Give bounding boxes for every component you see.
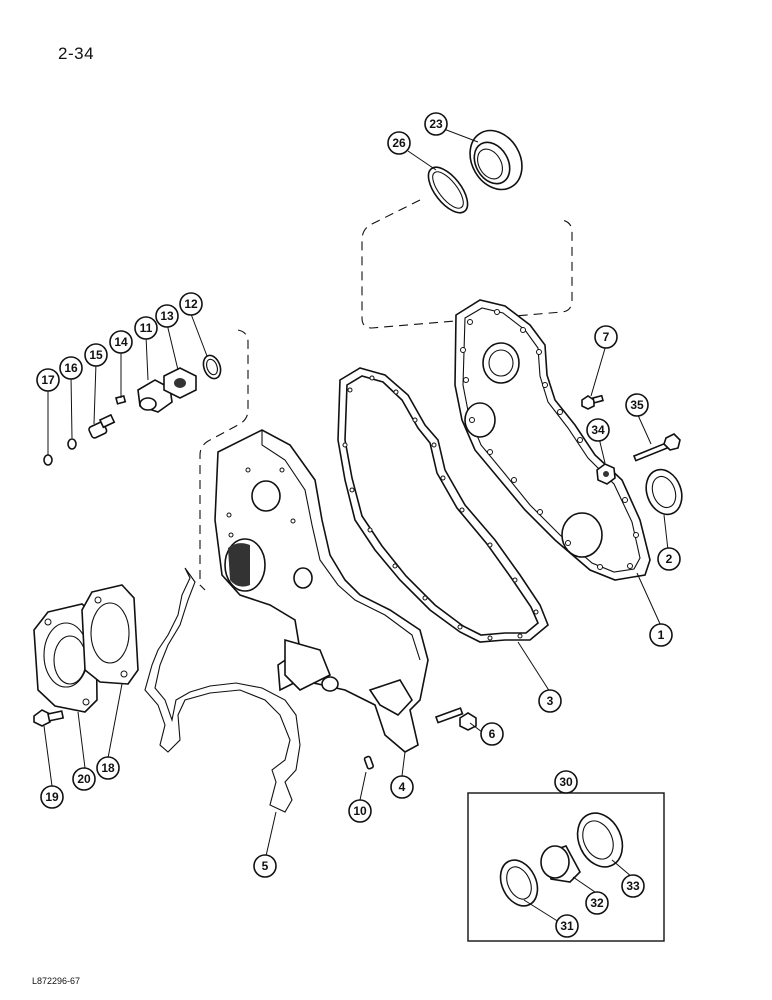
callout-label-12: 12 <box>184 297 198 311</box>
part-oil-seal-2 <box>645 468 683 516</box>
callout-35: 35 <box>625 393 649 417</box>
callout-31: 31 <box>555 914 579 938</box>
callout-label-6: 6 <box>489 727 496 741</box>
callout-label-3: 3 <box>547 694 554 708</box>
callout-label-7: 7 <box>603 330 610 344</box>
callout-label-17: 17 <box>41 373 55 387</box>
callout-18: 18 <box>96 756 120 780</box>
part-lower-gasket-5 <box>144 567 301 813</box>
callout-label-35: 35 <box>630 398 644 412</box>
callout-13: 13 <box>155 304 179 328</box>
callout-20: 20 <box>72 767 96 791</box>
callout-label-4: 4 <box>399 780 406 794</box>
part-washer-16 <box>67 438 77 450</box>
callout-label-5: 5 <box>262 859 269 873</box>
callout-14: 14 <box>109 330 133 354</box>
part-seal-33 <box>576 812 624 868</box>
callout-label-2: 2 <box>666 552 673 566</box>
callout-34: 34 <box>586 418 610 442</box>
callout-19: 19 <box>40 785 64 809</box>
callout-label-13: 13 <box>160 309 174 323</box>
callout-label-26: 26 <box>392 136 406 150</box>
callout-15: 15 <box>84 343 108 367</box>
callout-label-19: 19 <box>45 790 59 804</box>
figure-code: L872296-67 <box>32 976 81 986</box>
part-bolt-7 <box>581 394 604 410</box>
part-bolt-19 <box>33 709 65 727</box>
callout-label-1: 1 <box>658 628 665 642</box>
callout-label-10: 10 <box>353 804 367 818</box>
callout-2: 2 <box>657 547 681 571</box>
part-gasket-3 <box>337 367 549 643</box>
callout-label-15: 15 <box>89 348 103 362</box>
callout-7: 7 <box>594 325 618 349</box>
part-oil-seal-23 <box>469 129 523 191</box>
page-number: 2-34 <box>58 44 95 63</box>
part-bolt-35 <box>632 433 681 462</box>
callout-label-20: 20 <box>77 772 91 786</box>
callout-26: 26 <box>387 131 411 155</box>
callout-label-23: 23 <box>429 117 443 131</box>
callout-label-34: 34 <box>591 423 605 437</box>
part-nut-34 <box>596 463 616 485</box>
callout-10: 10 <box>348 799 372 823</box>
callout-23: 23 <box>424 112 448 136</box>
callout-12: 12 <box>179 292 203 316</box>
part-o-ring-12 <box>202 354 222 380</box>
callout-4: 4 <box>390 775 414 799</box>
callout-label-33: 33 <box>626 879 640 893</box>
dashed-group-left <box>199 329 249 591</box>
callout-16: 16 <box>59 356 83 380</box>
part-gasket-18 <box>81 584 139 685</box>
callout-label-14: 14 <box>114 335 128 349</box>
callout-32: 32 <box>585 891 609 915</box>
callout-6: 6 <box>480 722 504 746</box>
part-front-cover-1 <box>454 299 651 581</box>
part-o-ring-26 <box>427 166 469 214</box>
callout-label-16: 16 <box>64 361 78 375</box>
callout-30: 30 <box>554 770 578 794</box>
dashed-group-upper <box>361 199 573 329</box>
part-seal-31 <box>499 859 539 907</box>
callout-1: 1 <box>649 623 673 647</box>
part-gear-housing-4 <box>214 429 429 753</box>
callout-label-31: 31 <box>560 919 574 933</box>
part-bolt-6 <box>434 707 477 731</box>
callout-label-30: 30 <box>559 775 573 789</box>
callout-11: 11 <box>134 316 158 340</box>
callout-5: 5 <box>253 854 277 878</box>
part-gasket-13 <box>163 367 197 399</box>
part-dowel-10 <box>363 755 374 770</box>
part-screw-14 <box>115 394 127 405</box>
callout-3: 3 <box>538 689 562 713</box>
callout-label-32: 32 <box>590 896 604 910</box>
callout-label-18: 18 <box>101 761 115 775</box>
callout-label-11: 11 <box>140 321 153 335</box>
part-sleeve-32 <box>540 845 581 883</box>
part-washer-17 <box>43 454 53 466</box>
part-plug-15 <box>88 413 116 439</box>
callout-17: 17 <box>36 368 60 392</box>
callout-33: 33 <box>621 874 645 898</box>
